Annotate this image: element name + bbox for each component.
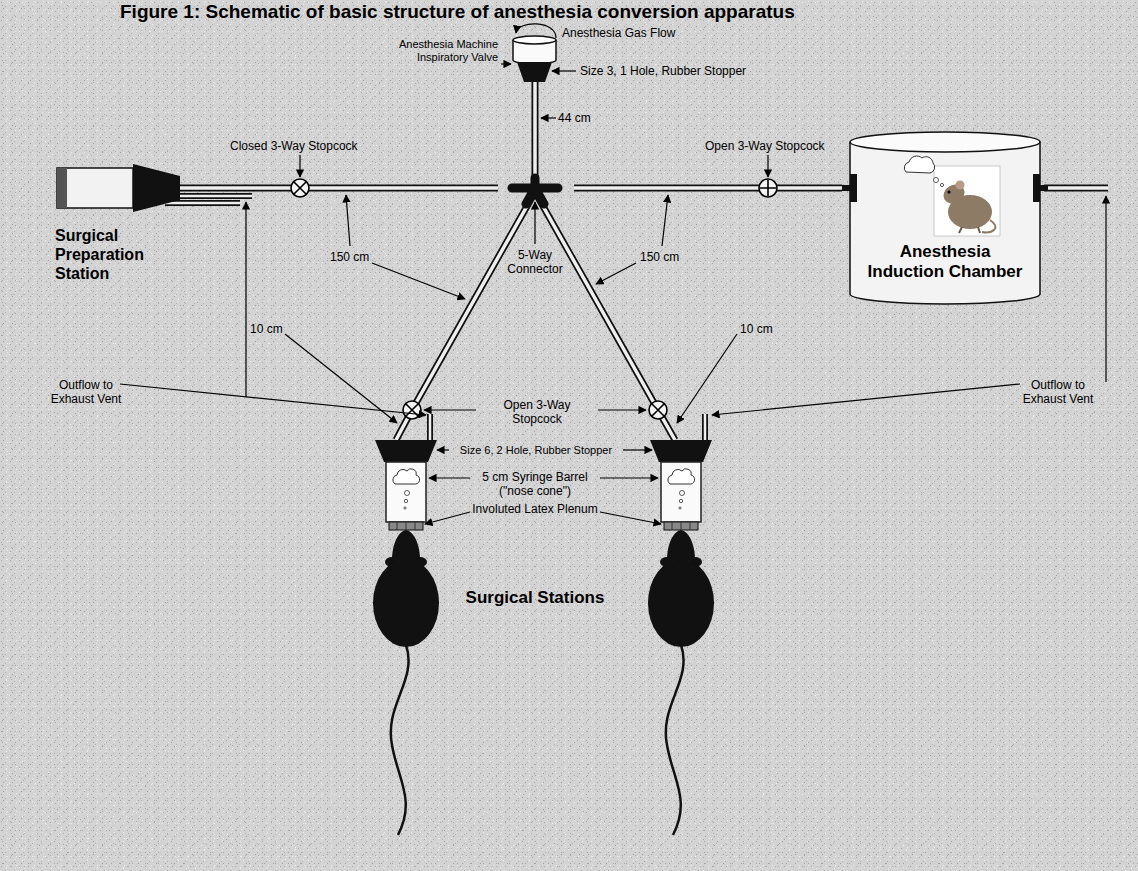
section-label: Surgical Stations bbox=[455, 588, 615, 608]
syringe-barrel bbox=[57, 168, 133, 208]
dimension-label: 150 cm bbox=[330, 250, 369, 264]
flow-label: Anesthesia Gas Flow bbox=[562, 26, 675, 40]
rat-head bbox=[940, 181, 968, 208]
stopcock-open bbox=[403, 401, 421, 419]
chamber-cylinder bbox=[850, 142, 1040, 304]
plunger bbox=[57, 168, 67, 208]
thought-bubble bbox=[934, 178, 939, 183]
port bbox=[842, 185, 852, 191]
part-label: Open 3-Way Stopcock bbox=[487, 398, 587, 426]
figure-title: Figure 1: Schematic of basic structure o… bbox=[120, 1, 795, 23]
stopcock-open bbox=[759, 179, 777, 197]
stopcock-closed bbox=[291, 179, 309, 197]
tube-wall bbox=[532, 82, 539, 178]
rat-eye bbox=[947, 190, 950, 193]
dimension-label: 150 cm bbox=[640, 250, 679, 264]
leader-line bbox=[501, 63, 511, 64]
leader-lines bbox=[120, 71, 1106, 524]
outflow-tube-bore bbox=[165, 202, 240, 205]
tube-bore bbox=[180, 186, 498, 190]
part-label: Size 6, 2 Hole, Rubber Stopper bbox=[451, 443, 621, 457]
rubber-stopper bbox=[133, 164, 180, 212]
part-label: Open 3-Way Stopcock bbox=[705, 139, 825, 153]
gas-tube bbox=[535, 82, 536, 178]
dimension-label: 10 cm bbox=[740, 322, 773, 336]
gas-tube bbox=[180, 188, 498, 189]
port bbox=[1038, 185, 1048, 191]
part-label: Outflow to Exhaust Vent bbox=[1016, 378, 1100, 406]
rat-feet bbox=[959, 227, 980, 233]
inspiratory-valve: Anesthesia Machine Inspiratory Valve bbox=[380, 36, 560, 82]
gas-tube bbox=[574, 188, 842, 189]
induction-chamber: Anesthesia Induction Chamber bbox=[842, 128, 1048, 306]
outflow-tube bbox=[1044, 185, 1108, 192]
rubber-stopper bbox=[517, 62, 552, 82]
node-label: Anesthesia Machine Inspiratory Valve bbox=[380, 38, 498, 64]
tube-wall bbox=[574, 185, 842, 192]
connector-symbol bbox=[512, 178, 558, 204]
rat-ear bbox=[956, 181, 965, 190]
part-label: Involuted Latex Plenum bbox=[472, 502, 598, 516]
prep-station: Surgical Preparation Station bbox=[55, 160, 180, 285]
part-label: Closed 3-Way Stopcock bbox=[230, 139, 358, 153]
surgical-station bbox=[648, 414, 714, 835]
chamber-lid bbox=[850, 132, 1040, 152]
leader-line bbox=[534, 202, 535, 244]
dimension-label: 44 cm bbox=[558, 111, 591, 125]
tube-bore bbox=[533, 82, 537, 178]
part-label: Outflow to Exhaust Vent bbox=[44, 378, 128, 406]
stopcock-open bbox=[649, 401, 667, 419]
node-label: 5-Way Connector bbox=[498, 248, 572, 276]
thought-cloud bbox=[904, 156, 934, 173]
tube-bore bbox=[574, 186, 842, 190]
rat-picture bbox=[934, 166, 1000, 236]
part-label: 5 cm Syringe Barrel ("nose cone") bbox=[472, 470, 598, 498]
valve-rim bbox=[513, 36, 556, 44]
tube-wall bbox=[180, 185, 498, 192]
rat-tail bbox=[982, 220, 995, 232]
outflow-tube-bore bbox=[1044, 186, 1108, 190]
five-way-connector: 5-Way Connector bbox=[498, 178, 574, 278]
node-label: Surgical Preparation Station bbox=[55, 226, 165, 283]
dimension-label: 10 cm bbox=[250, 322, 283, 336]
part-label: Size 3, 1 Hole, Rubber Stopper bbox=[580, 64, 746, 78]
thought-bubble bbox=[940, 183, 943, 186]
surgical-station bbox=[373, 414, 439, 835]
node-label: Anesthesia Induction Chamber bbox=[865, 242, 1025, 282]
